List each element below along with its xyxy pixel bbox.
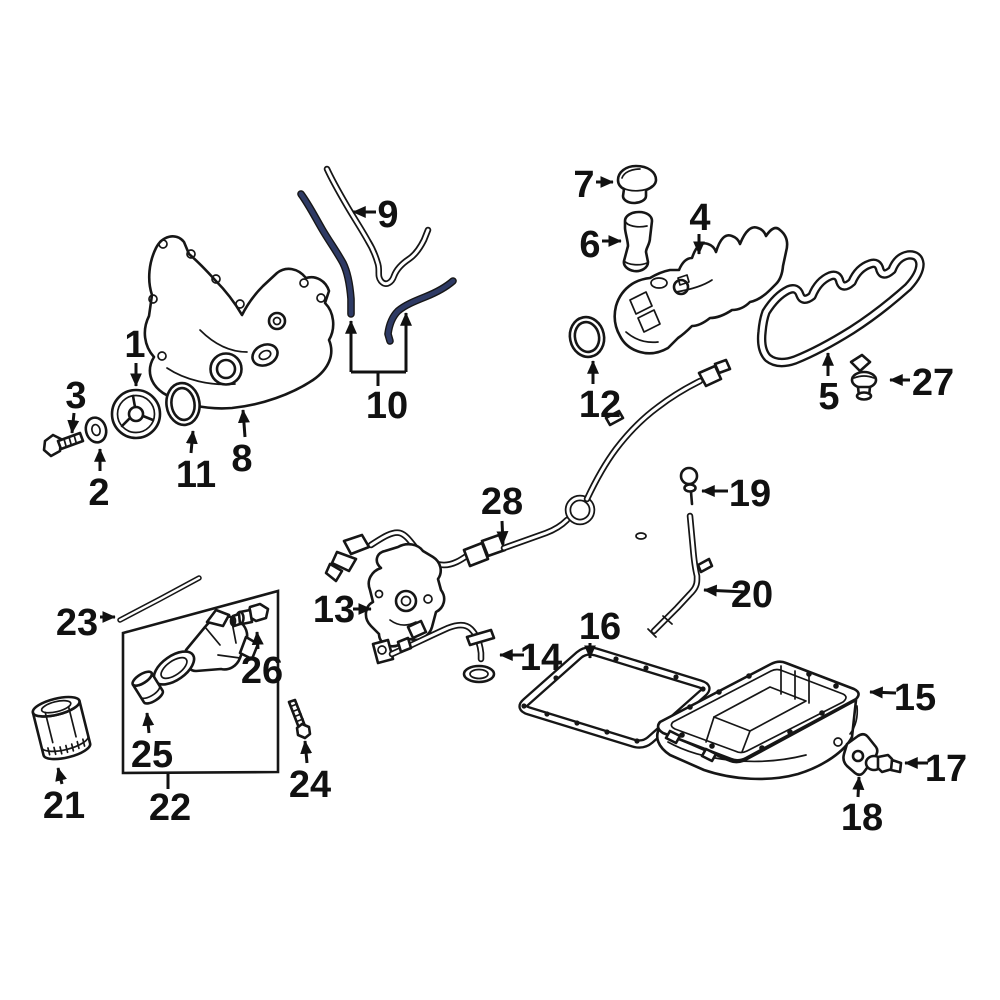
callout-24-number: 24 [289, 764, 331, 806]
callout-9-number: 9 [377, 194, 398, 236]
adapter-assembly-box [121, 589, 280, 789]
callout-14: 14 [499, 637, 562, 679]
oil-filter-drawing [31, 695, 92, 761]
callout-27-number: 27 [912, 362, 954, 404]
callout-24: 24 [289, 740, 331, 806]
callout-18-arrow [852, 776, 865, 798]
callout-17-number: 17 [925, 748, 967, 790]
callout-12: 12 [579, 360, 621, 426]
callout-5: 5 [818, 352, 840, 418]
callout-11: 11 [176, 430, 216, 496]
callout-21: 21 [43, 767, 85, 827]
callout-7: 7 [573, 164, 614, 206]
callout-8-number: 8 [231, 438, 252, 480]
washer-drawing [84, 416, 108, 444]
callout-18-number: 18 [841, 797, 883, 839]
dipstick-tube-drawing [647, 512, 714, 638]
callout-14-number: 14 [520, 637, 562, 679]
crankshaft-pulley-drawing [110, 388, 162, 440]
filler-tube-drawing [622, 210, 654, 273]
callout-17: 17 [904, 748, 967, 790]
callout-23: 23 [56, 602, 116, 644]
callout-16: 16 [579, 606, 621, 659]
callout-8: 8 [231, 409, 253, 480]
callout-6-number: 6 [579, 224, 600, 266]
small-bolt-drawing [287, 698, 312, 740]
callout-13: 13 [313, 589, 372, 631]
adapter-cylinder-drawing [131, 670, 165, 705]
callout-19: 19 [701, 473, 771, 515]
oil-filler-cap-drawing [616, 164, 658, 205]
callout-21-number: 21 [43, 785, 85, 827]
callout-22-number: 22 [149, 787, 191, 829]
oil-pickup-tube-drawing [371, 621, 496, 684]
dipstick-handle-drawing [679, 466, 699, 506]
callout-23-number: 23 [56, 602, 98, 644]
callout-4: 4 [689, 197, 711, 255]
callout-7-number: 7 [573, 164, 594, 206]
callout-1: 1 [124, 324, 146, 387]
callout-26-number: 26 [241, 650, 283, 692]
callout-28-arrow [496, 520, 509, 545]
callout-9: 9 [352, 194, 399, 236]
oil-pan-gasket-drawing [518, 646, 711, 749]
fitting-drawing [229, 602, 270, 628]
gasket-strip-drawing [323, 165, 432, 287]
callout-21-arrow [55, 767, 67, 785]
callout-10-number: 10 [366, 385, 408, 427]
callout-11-number: 11 [176, 454, 216, 496]
callout-24-arrow [300, 740, 313, 764]
callout-15: 15 [869, 677, 936, 719]
callout-2-number: 2 [88, 472, 109, 514]
highlighted-strip-right [385, 278, 456, 344]
callout-22: 22 [149, 787, 191, 829]
callout-26: 26 [241, 631, 283, 692]
callout-16-number: 16 [579, 606, 621, 648]
callout-3-number: 3 [65, 375, 86, 417]
callout-12-number: 12 [579, 384, 621, 426]
highlighted-strip-left [298, 191, 354, 317]
highlighted-gasket-strips-drawing [297, 190, 457, 345]
oil-pump-drawing [364, 542, 446, 648]
callout-19-number: 19 [729, 473, 771, 515]
callout-25-number: 25 [131, 734, 173, 776]
callout-20-arrow [703, 584, 747, 597]
callout-25-arrow [142, 712, 155, 734]
callout-13-number: 13 [313, 589, 355, 631]
grommet-drawing [849, 353, 878, 401]
o-ring-seal-drawing [568, 315, 606, 359]
callout-15-number: 15 [894, 677, 936, 719]
oil-filter-adapter-drawing [152, 608, 260, 686]
front-seal-drawing [165, 381, 201, 427]
callout-28-number: 28 [481, 481, 523, 523]
callout-6: 6 [579, 224, 622, 266]
callout-8-arrow [237, 409, 250, 438]
callout-28: 28 [481, 481, 523, 545]
valve-cover-drawing [613, 226, 789, 355]
callout-5-number: 5 [818, 376, 839, 418]
callout-11-arrow [185, 430, 198, 454]
callout-20-number: 20 [731, 574, 773, 616]
callout-20: 20 [703, 574, 773, 616]
timing-cover-drawing [143, 235, 335, 410]
callout-3-arrow [67, 412, 80, 434]
callout-3: 3 [65, 375, 87, 434]
callout-2: 2 [88, 448, 110, 514]
callout-27: 27 [889, 362, 954, 404]
callout-25: 25 [131, 712, 173, 776]
drain-plug-drawing [864, 753, 903, 774]
callout-10: 10 [345, 312, 412, 427]
callout-15-arrow [869, 686, 897, 699]
adapter-gasket-strip-drawing [117, 575, 202, 623]
callout-4-number: 4 [689, 197, 710, 239]
callout-1-number: 1 [124, 324, 145, 366]
valve-cover-gasket-drawing [756, 250, 925, 368]
bolt-drawing [42, 431, 85, 458]
oil-pan-drawing [656, 660, 860, 781]
callout-26-arrow [251, 631, 264, 650]
callout-18: 18 [841, 776, 883, 839]
tube-harness-drawing [324, 358, 732, 583]
